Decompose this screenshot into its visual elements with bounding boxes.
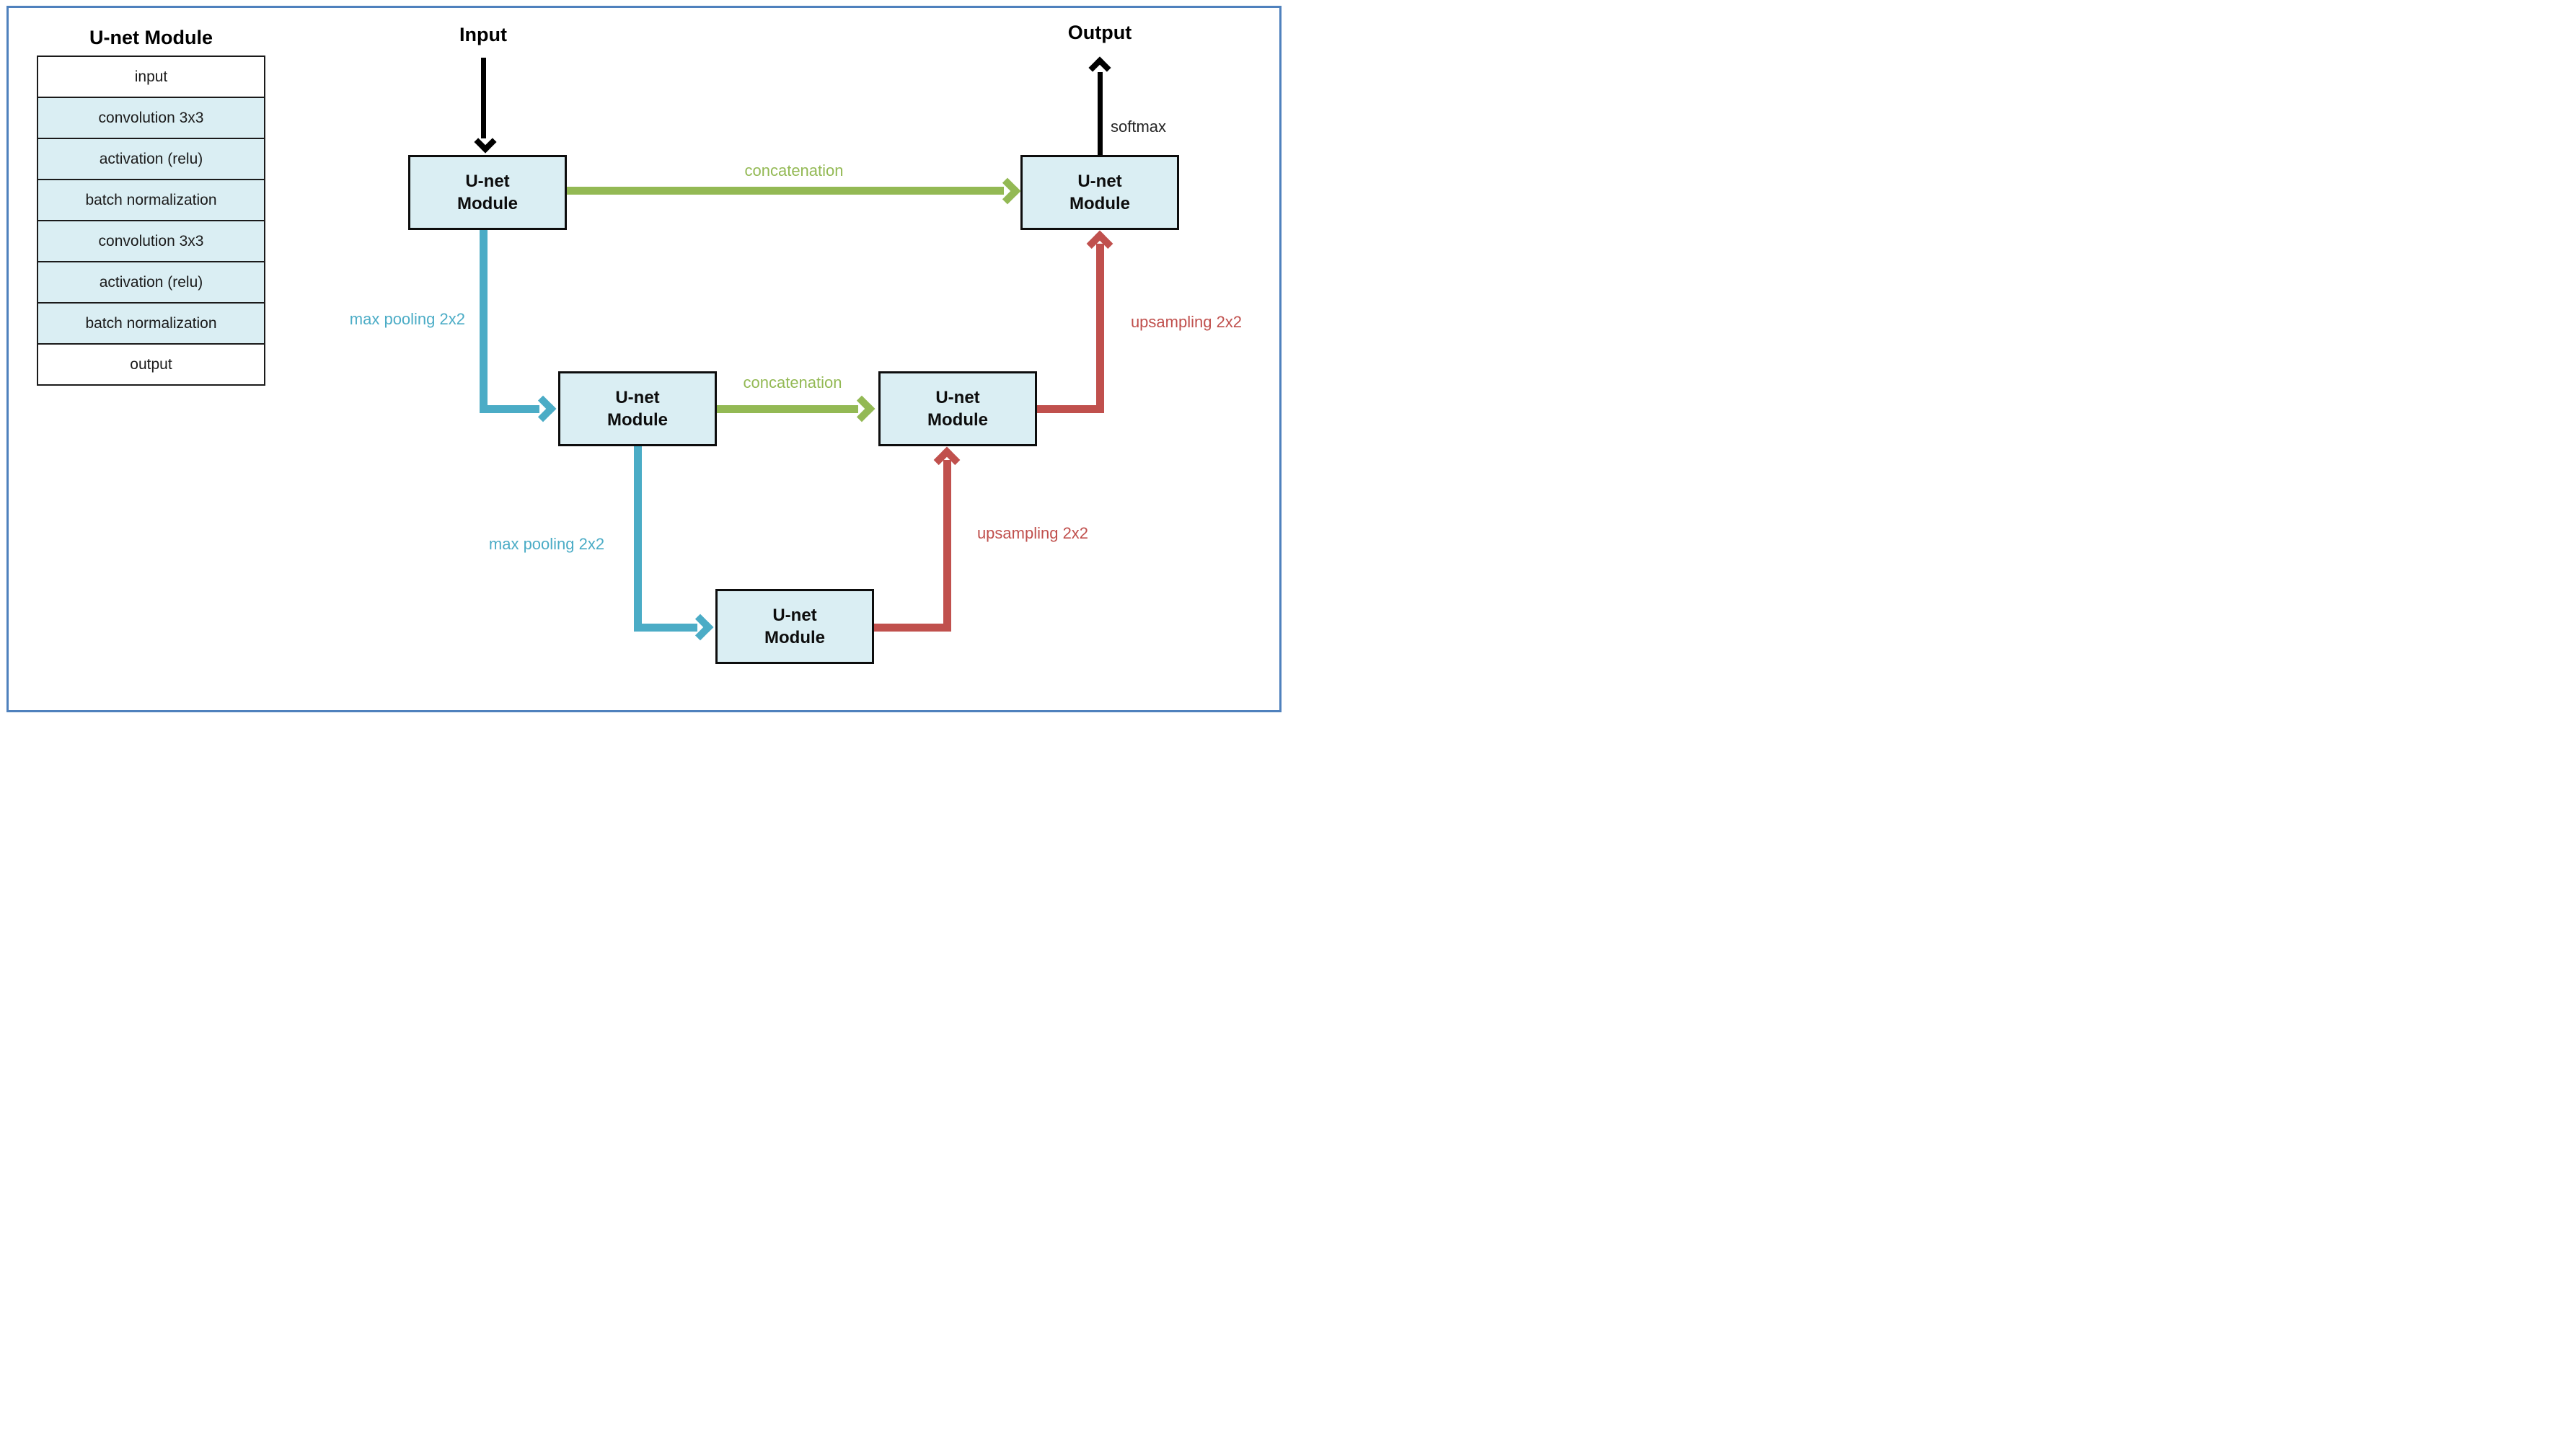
upsampling-arrow-1-hline	[874, 624, 951, 632]
upsampling-label-1: upsampling 2x2	[976, 524, 1089, 542]
input-label: Input	[459, 24, 507, 45]
input-arrow-line	[481, 58, 486, 138]
unet-module-box-3: U-net Module	[878, 371, 1037, 446]
legend-table: input convolution 3x3 activation (relu) …	[37, 56, 265, 386]
max-pooling-arrow-1-hline	[480, 405, 539, 413]
concatenation-arrow-mid-line	[717, 405, 858, 413]
unet-module-box-4: U-net Module	[1020, 155, 1179, 230]
upsampling-label-2: upsampling 2x2	[1130, 313, 1243, 331]
max-pooling-arrow-1-vline	[480, 230, 488, 413]
unet-module-label: U-net Module	[1069, 172, 1130, 213]
legend-row-batchnorm-2: batch normalization	[38, 304, 264, 345]
concatenation-label-mid: concatenation	[743, 373, 842, 391]
legend-row-activation-1: activation (relu)	[38, 139, 264, 180]
diagram-border-frame	[6, 6, 1282, 712]
unet-module-label: U-net Module	[457, 172, 518, 213]
unet-module-label: U-net Module	[764, 606, 825, 647]
legend-row-convolution-2: convolution 3x3	[38, 221, 264, 262]
max-pooling-arrow-2-hline	[634, 624, 697, 632]
upsampling-arrow-2-vline	[1096, 244, 1104, 413]
concatenation-label-top: concatenation	[744, 161, 844, 180]
max-pooling-arrow-2-vline	[634, 446, 642, 632]
max-pooling-label-2: max pooling 2x2	[488, 535, 605, 553]
legend-title: U-net Module	[89, 27, 213, 48]
legend-row-output: output	[38, 345, 264, 384]
output-arrow-line	[1098, 72, 1103, 155]
upsampling-arrow-1-vline	[943, 460, 951, 632]
concatenation-arrow-top-line	[567, 187, 1004, 195]
unet-module-box-1: U-net Module	[408, 155, 567, 230]
legend-row-input: input	[38, 57, 264, 98]
legend-row-batchnorm-1: batch normalization	[38, 180, 264, 221]
upsampling-arrow-2-hline	[1037, 405, 1104, 413]
unet-module-label: U-net Module	[927, 388, 988, 430]
unet-module-box-2: U-net Module	[558, 371, 717, 446]
unet-module-label: U-net Module	[607, 388, 668, 430]
legend-row-activation-2: activation (relu)	[38, 262, 264, 304]
unet-module-box-5: U-net Module	[715, 589, 874, 664]
unet-architecture-diagram: U-net Module input convolution 3x3 activ…	[0, 0, 1288, 720]
max-pooling-label-1: max pooling 2x2	[349, 310, 465, 328]
softmax-label: softmax	[1111, 118, 1167, 136]
output-label: Output	[1067, 22, 1132, 43]
legend-row-convolution-1: convolution 3x3	[38, 98, 264, 139]
